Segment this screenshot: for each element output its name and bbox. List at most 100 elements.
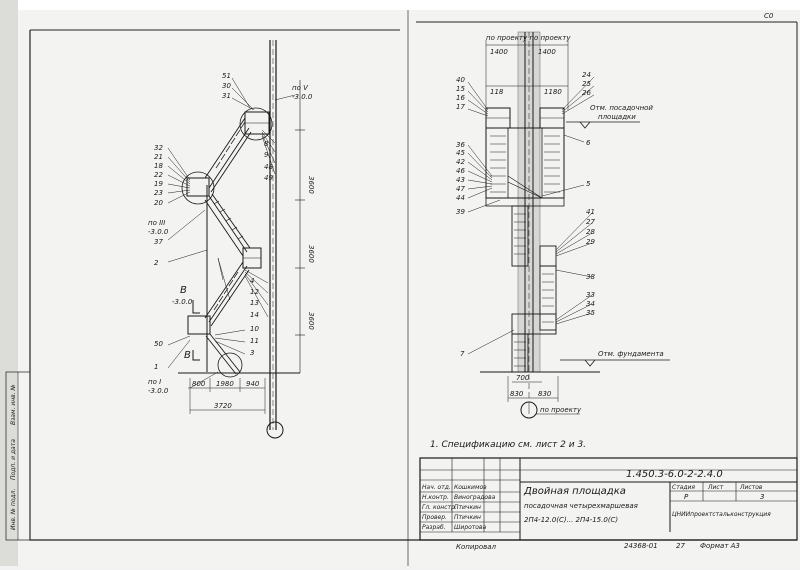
mark-2: 2 <box>154 259 159 267</box>
bottom-dim-830b: 830 <box>538 390 552 398</box>
mark-34: 34 <box>586 300 595 308</box>
left-labels: 51 30 31 по V -3.0.0 8 9 48 49 32 21 18 … <box>148 72 315 410</box>
margin-stamp: Инв. № подл. Подп. и дата Взам. инв. № <box>5 371 31 541</box>
title-line-2: посадочная четырехмаршевая <box>524 502 638 510</box>
left-flight-bottom <box>205 333 241 375</box>
mark-22: 22 <box>154 171 163 179</box>
mark-43: 43 <box>456 176 465 184</box>
mark-9: 9 <box>264 151 269 159</box>
mark-24: 24 <box>582 71 591 79</box>
mark-4: 4 <box>250 277 254 285</box>
level-top-value: -3.0.0 <box>292 93 313 101</box>
mark-29: 29 <box>586 238 595 246</box>
left-elevation <box>167 40 305 439</box>
section-b-mark: В <box>180 285 187 296</box>
row-name-1: Кошкимов <box>454 484 487 491</box>
bottom-dim-940: 940 <box>246 380 260 388</box>
row-name-2: Виноградова <box>454 494 496 501</box>
sheets-value: 3 <box>760 493 764 501</box>
mark-12: 12 <box>250 288 259 296</box>
sub-dim-left: 118 <box>490 88 504 96</box>
sheets-header: Листов <box>739 484 763 491</box>
mark-19: 19 <box>154 180 163 188</box>
overall-dim: 3720 <box>214 402 232 410</box>
height-dim-1: 3600 <box>307 176 315 194</box>
top-dim-left: 1400 <box>490 48 508 56</box>
right-elevation <box>467 31 670 419</box>
mark-27: 27 <box>586 218 595 226</box>
left-flight-middle <box>204 193 251 257</box>
mark-50: 50 <box>154 340 163 348</box>
mark-17: 17 <box>456 103 465 111</box>
stamp-inv: Инв. № подл. <box>10 489 17 530</box>
level-mid-mark: по III <box>148 219 165 227</box>
left-mid-callout-circle <box>181 171 215 205</box>
mark-21: 21 <box>154 153 163 161</box>
mark-49: 49 <box>264 174 273 182</box>
sub-dim-right: 1180 <box>544 88 562 96</box>
mark-13: 13 <box>250 299 259 307</box>
mark-35: 35 <box>586 309 595 317</box>
mark-26: 26 <box>582 89 591 97</box>
mark-51: 51 <box>222 72 231 80</box>
title-line-3: 2П4-12.0(С)... 2П4-15.0(С) <box>524 516 618 524</box>
title-block-text: 1.450.3-6.0-2-2.4.0 Двойная площадка пос… <box>422 469 771 551</box>
mark-20: 20 <box>154 199 163 207</box>
stamp-replace: Взам. инв. № <box>10 384 17 425</box>
format-label: Формат А3 <box>700 542 740 550</box>
row-role-2: Н.контр. <box>422 494 449 501</box>
copied-by: Копировал <box>456 543 497 551</box>
mark-16: 16 <box>456 94 465 102</box>
org-name: ЦНИИпроектстальконструкция <box>672 511 771 518</box>
page-number: 27 <box>676 542 685 550</box>
mark-45: 45 <box>456 149 465 157</box>
left-flight-upper <box>204 117 252 193</box>
mark-46: 46 <box>456 167 465 175</box>
mark-37: 37 <box>154 238 163 246</box>
left-top-callout-circle <box>239 107 273 141</box>
bottom-dim-830a: 830 <box>510 390 524 398</box>
row-role-5: Разраб. <box>422 524 446 531</box>
spec-note: 1. Спецификацию см. лист 2 и 3. <box>430 440 586 450</box>
mark-30: 30 <box>222 82 231 90</box>
mark-14: 14 <box>250 311 259 319</box>
mark-7: 7 <box>460 350 465 358</box>
mark-1: 1 <box>154 363 158 371</box>
bottom-dim-1980: 1980 <box>216 380 234 388</box>
platform-note-2: площадки <box>598 113 636 121</box>
bottom-dim-800: 800 <box>192 380 206 388</box>
mark-39: 39 <box>456 208 465 216</box>
axis-bubble-left <box>266 421 284 439</box>
mark-40: 40 <box>456 76 465 84</box>
sheet-header: Лист <box>707 484 724 491</box>
mark-28: 28 <box>586 228 595 236</box>
height-dim-3: 3600 <box>307 312 315 330</box>
bottom-dim-700: 700 <box>516 374 530 382</box>
mark-6: 6 <box>586 139 591 147</box>
mark-31: 31 <box>222 92 231 100</box>
platform-note-1: Отм. посадочной <box>590 104 653 112</box>
row-role-1: Нач. отд. <box>422 484 451 491</box>
row-role-3: Гл. констр. <box>422 504 457 511</box>
level-top-mark: по V <box>292 84 309 92</box>
right-lower-flight-a <box>511 205 529 267</box>
paper-top-band <box>0 0 800 10</box>
mark-38: 38 <box>586 273 595 281</box>
bottom-note: по проекту <box>540 406 582 414</box>
mark-23: 23 <box>154 189 163 197</box>
mark-18: 18 <box>154 162 163 170</box>
mark-15: 15 <box>456 85 465 93</box>
section-b2-mark: В <box>184 350 191 361</box>
height-dim-2: 3600 <box>307 245 315 263</box>
mark-44: 44 <box>456 194 465 202</box>
doc-code: 1.450.3-6.0-2-2.4.0 <box>626 469 723 480</box>
row-role-4: Провер. <box>422 514 447 521</box>
mark-48: 48 <box>264 163 273 171</box>
mark-36: 36 <box>456 141 465 149</box>
mark-47: 47 <box>456 185 465 193</box>
left-bottom-platform <box>187 315 211 335</box>
stage-value: Р <box>684 493 689 501</box>
